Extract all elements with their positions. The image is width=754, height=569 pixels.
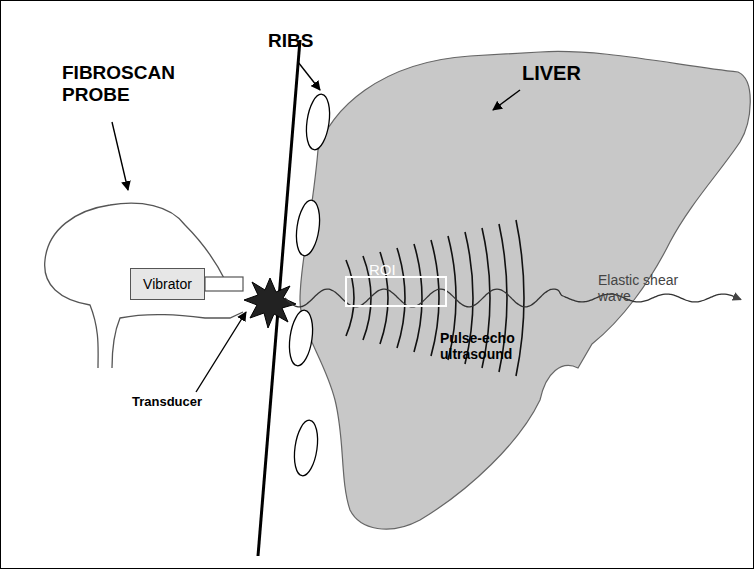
part-label: RIBS: [268, 30, 313, 52]
part-label: Elastic shear wave: [598, 272, 693, 304]
transducer-burst: [244, 278, 296, 328]
roi-box: ROI: [345, 276, 447, 307]
part-label: FIBROSCAN PROBE: [62, 62, 192, 106]
probe-housing: [45, 203, 243, 368]
liver-outline: [300, 51, 750, 529]
shear-wave: [285, 289, 741, 307]
plunger-rod: [205, 277, 243, 291]
box-label: Vibrator: [143, 276, 192, 292]
part-label: LIVER: [522, 62, 581, 85]
roi-label: ROI: [369, 261, 396, 278]
ribs: [286, 93, 333, 478]
part-label: Transducer: [132, 395, 202, 410]
part-label: Pulse-echo ultrasound: [440, 330, 540, 362]
component-box: Vibrator: [130, 268, 205, 300]
